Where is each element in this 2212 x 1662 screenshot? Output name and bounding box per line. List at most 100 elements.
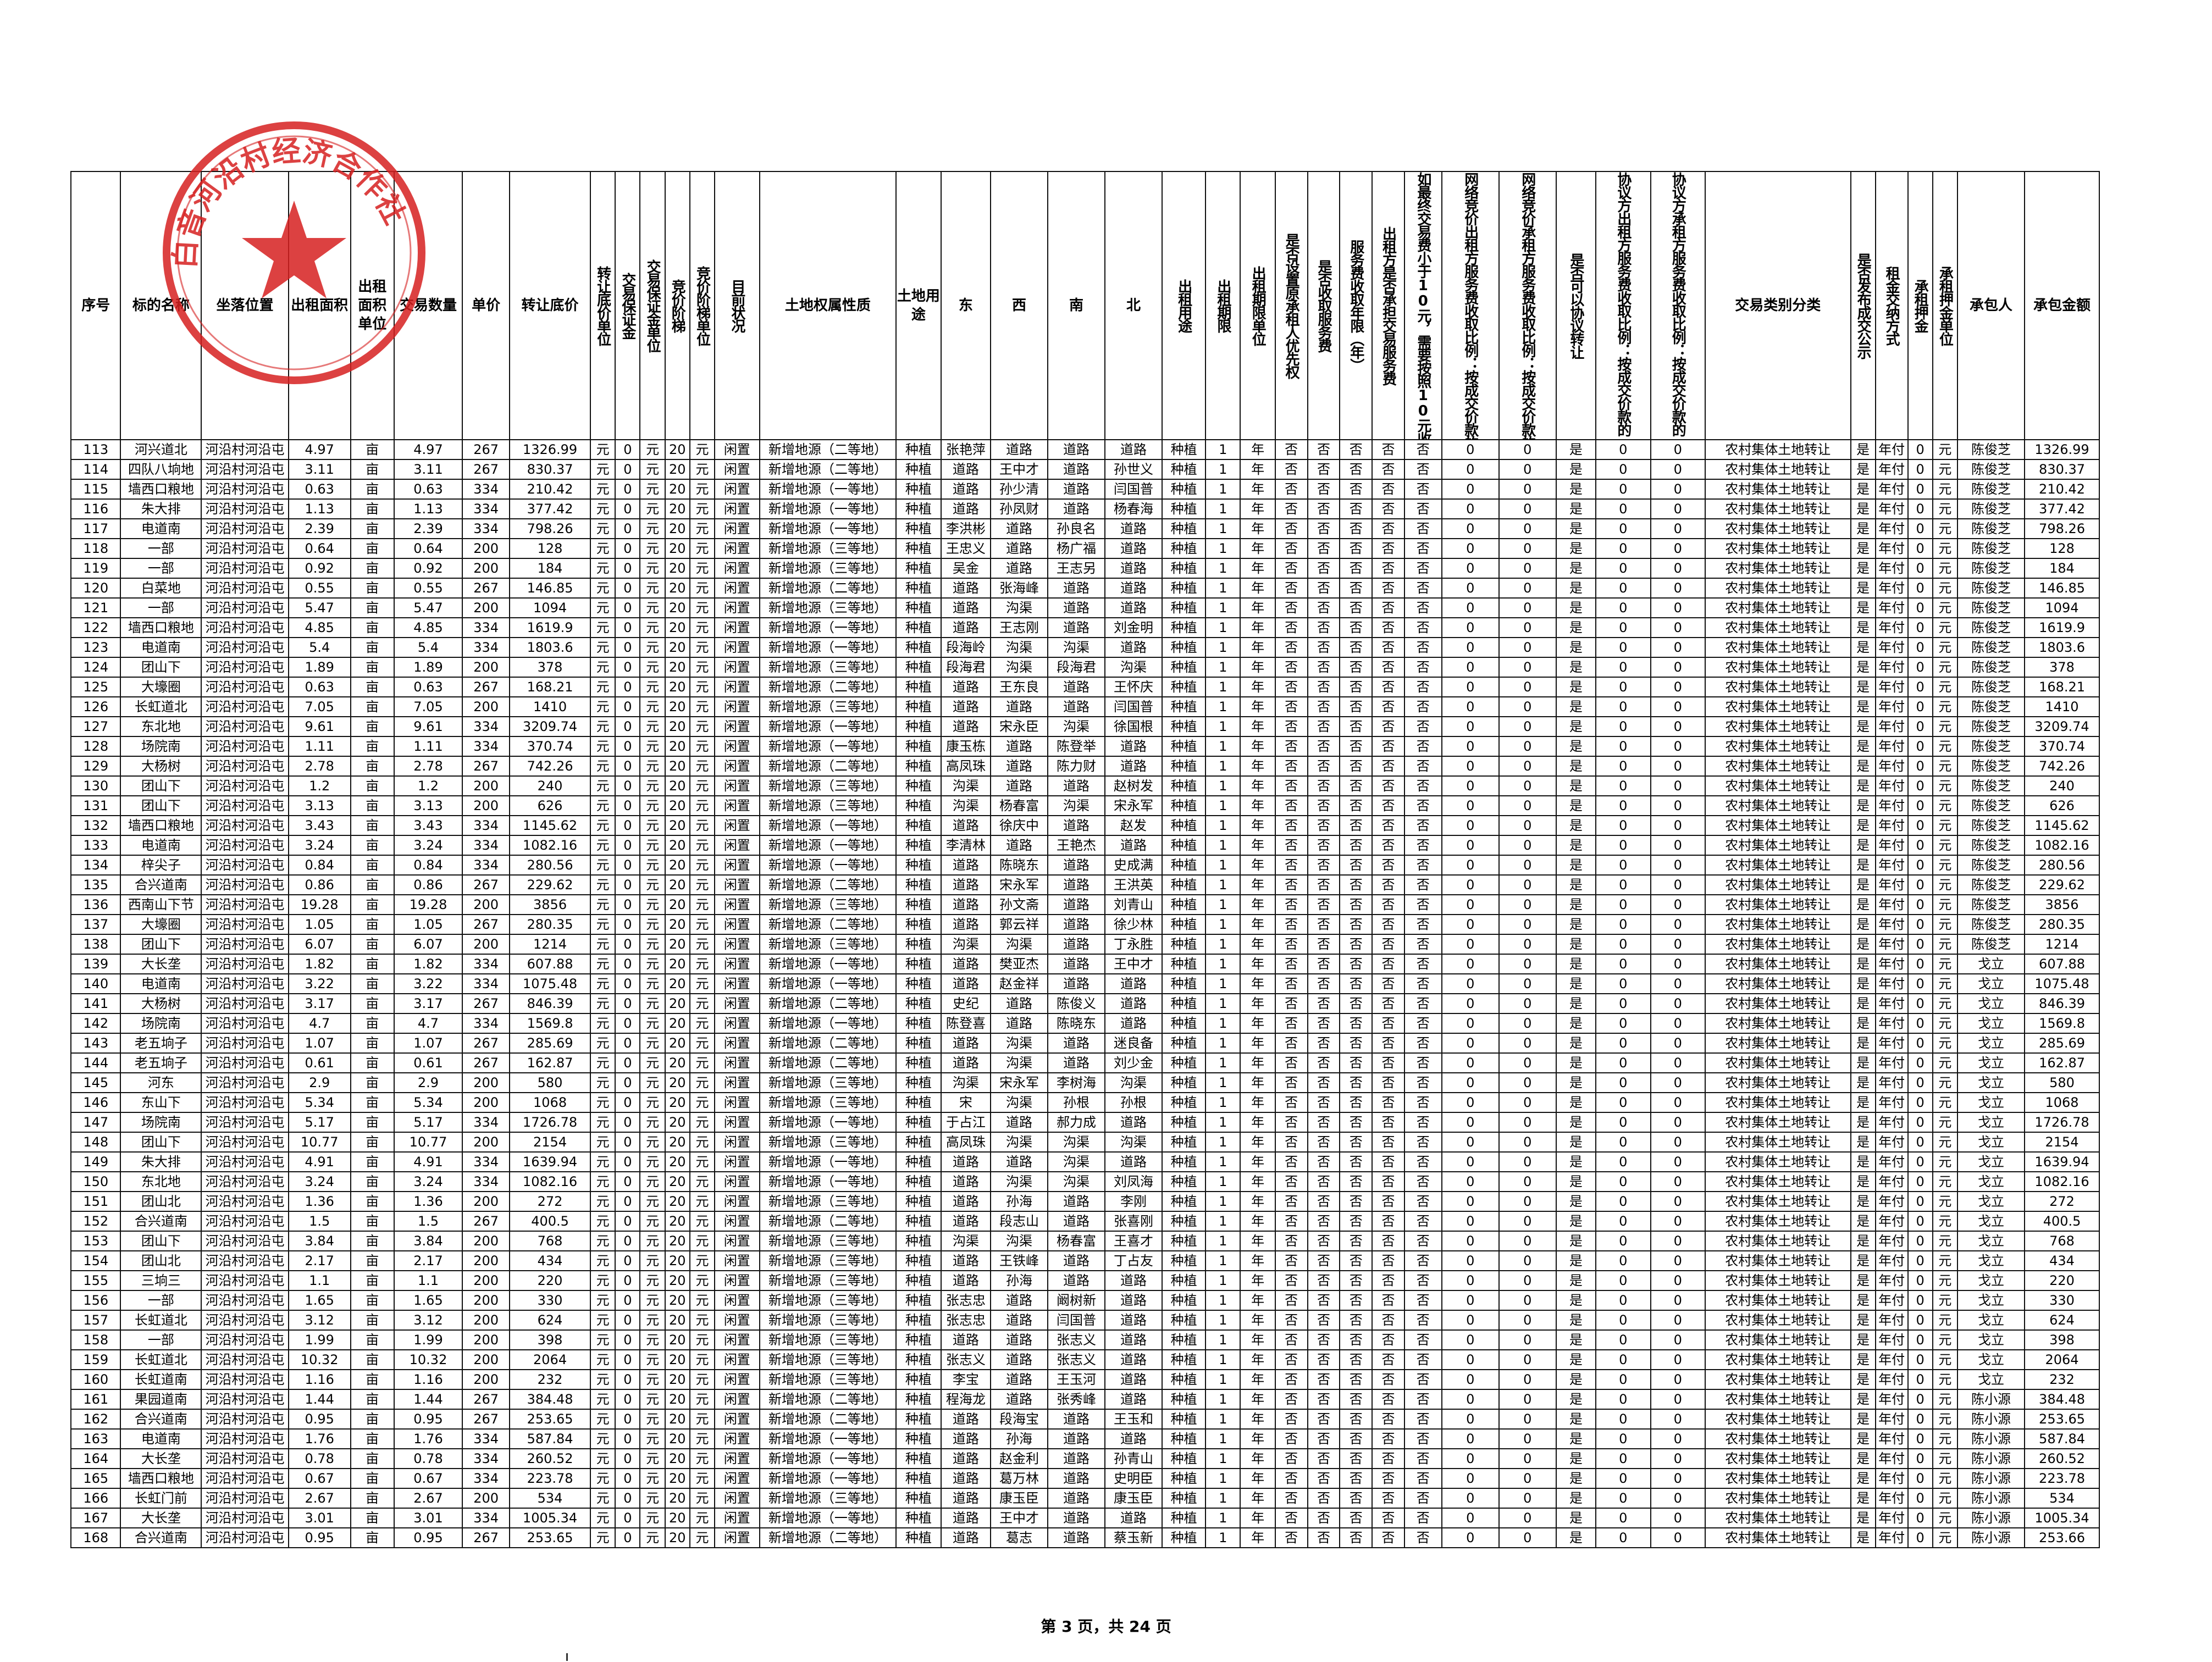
table-cell: 陈俊芝 (1956, 934, 2026, 955)
table-cell: 否 (1372, 1151, 1405, 1172)
table-cell: 元 (1932, 1389, 1959, 1410)
table-cell: 元 (590, 1428, 616, 1449)
table-cell: 126 (70, 696, 121, 717)
table-cell: 王忠义 (940, 538, 992, 559)
table-cell: 孙世义 (1104, 459, 1163, 480)
table-cell: 元 (590, 1389, 616, 1410)
table-cell: 农村集体土地转让 (1705, 1349, 1851, 1370)
table-cell: 种植 (1162, 716, 1207, 737)
table-cell: 1 (1205, 973, 1241, 994)
table-cell: 是 (1850, 894, 1876, 915)
table-cell: 东山下 (120, 1092, 202, 1113)
table-cell: 1 (1205, 479, 1241, 500)
table-cell: 0 (1498, 558, 1557, 579)
table-cell: 康玉臣 (1104, 1488, 1163, 1509)
table-cell: 河沿村河沿屯 (201, 1349, 289, 1370)
table-cell: 闲置 (714, 1112, 760, 1133)
column-header: 网络竞价出租方服务费收取比例：按成交价款的_%收取服务费 (1441, 171, 1500, 440)
table-cell: 是 (1555, 1428, 1597, 1449)
table-cell: 400.5 (2024, 1211, 2100, 1232)
table-cell: 0 (1650, 815, 1706, 836)
table-cell: 元 (590, 1151, 616, 1172)
table-cell: 0 (1650, 1092, 1706, 1113)
table-cell: 合兴道南 (120, 1527, 202, 1548)
table-cell: 0 (1650, 1468, 1706, 1489)
table-cell: 种植 (895, 1389, 942, 1410)
table-cell: 农村集体土地转让 (1705, 1389, 1851, 1410)
table-cell: 陈力财 (1047, 756, 1106, 777)
table-cell: 1005.34 (2024, 1508, 2100, 1528)
table-cell: 年 (1240, 1369, 1276, 1390)
table-cell: 285.69 (509, 1033, 591, 1054)
table-cell: 330 (509, 1290, 591, 1311)
ledger-sheet: 序号标的名称坐落位置出租面积出租面积单位交易数量单价转让底价转让底价单位交易保证… (70, 171, 2212, 1548)
table-cell: 否 (1339, 973, 1373, 994)
table-cell: 种植 (1162, 835, 1207, 856)
table-cell: 200 (462, 1092, 511, 1113)
table-cell: 孙青山 (1104, 1448, 1163, 1469)
table-cell: 0 (615, 1468, 641, 1489)
table-cell: 闲置 (714, 914, 760, 935)
table-cell: 0 (615, 1171, 641, 1192)
table-cell: 否 (1372, 1052, 1405, 1073)
table-cell: 否 (1403, 1132, 1442, 1153)
table-cell: 杨春海 (1104, 498, 1163, 519)
table-cell: 元 (1932, 1270, 1959, 1291)
table-cell: 农村集体土地转让 (1705, 815, 1851, 836)
table-cell: 0 (1595, 1171, 1651, 1192)
table-cell: 否 (1372, 1349, 1405, 1370)
table-cell: 是 (1850, 934, 1876, 955)
table-cell: 河沿村河沿屯 (201, 954, 289, 974)
table-cell: 年付 (1874, 1250, 1909, 1271)
table-cell: 0 (1650, 677, 1706, 697)
table-cell: 1 (1205, 1389, 1241, 1410)
table-cell: 334 (462, 1171, 511, 1192)
table-cell: 1 (1205, 835, 1241, 856)
table-cell: 元 (1932, 756, 1959, 777)
table-cell: 道路 (940, 1527, 992, 1548)
table-cell: 种植 (895, 1428, 942, 1449)
table-cell: 0 (1441, 1013, 1500, 1034)
table-cell: 798.26 (509, 518, 591, 539)
table-cell: 元 (689, 617, 716, 638)
table-cell: 合兴道南 (120, 1409, 202, 1430)
table-cell: 0.86 (393, 874, 463, 895)
table-cell: 否 (1403, 1527, 1442, 1548)
table-cell: 种植 (1162, 795, 1207, 816)
table-cell: 20 (664, 1488, 690, 1509)
table-cell: 否 (1274, 1389, 1308, 1410)
table-cell: 墙西口粮地 (120, 1468, 202, 1489)
table-cell: 否 (1307, 1052, 1341, 1073)
table-cell: 刘凤海 (1104, 1171, 1163, 1192)
table-cell: 种植 (1162, 1389, 1207, 1410)
table-cell: 0 (1441, 795, 1500, 816)
table-cell: 否 (1307, 518, 1341, 539)
table-cell: 戈立 (1956, 1329, 2026, 1350)
table-cell: 新增地源（二等地） (759, 1052, 897, 1073)
table-cell: 元 (639, 459, 666, 480)
table-cell: 2064 (2024, 1349, 2100, 1370)
table-cell: 道路 (1104, 835, 1163, 856)
table-cell: 农村集体土地转让 (1705, 1409, 1851, 1430)
table-cell: 闫国普 (1104, 479, 1163, 500)
column-header: 竞价阶梯 (664, 171, 690, 440)
table-cell: 否 (1339, 716, 1373, 737)
table-cell: 元 (590, 1052, 616, 1073)
table-cell: 否 (1339, 518, 1373, 539)
table-cell: 年付 (1874, 1468, 1909, 1489)
table-cell: 0.67 (287, 1468, 351, 1489)
table-cell: 道路 (940, 1448, 992, 1469)
table-cell: 年 (1240, 677, 1276, 697)
table-cell: 元 (689, 1349, 716, 1370)
table-cell: 否 (1307, 855, 1341, 876)
table-cell: 0 (1650, 1211, 1706, 1232)
table-cell: 0 (1498, 1132, 1557, 1153)
table-cell: 元 (1932, 1508, 1959, 1528)
table-cell: 闲置 (714, 973, 760, 994)
table-cell: 1726.78 (2024, 1112, 2100, 1133)
table-cell: 元 (1932, 775, 1959, 796)
table-cell: 1 (1205, 756, 1241, 777)
table-cell: 否 (1372, 1468, 1405, 1489)
table-cell: 384.48 (509, 1389, 591, 1410)
